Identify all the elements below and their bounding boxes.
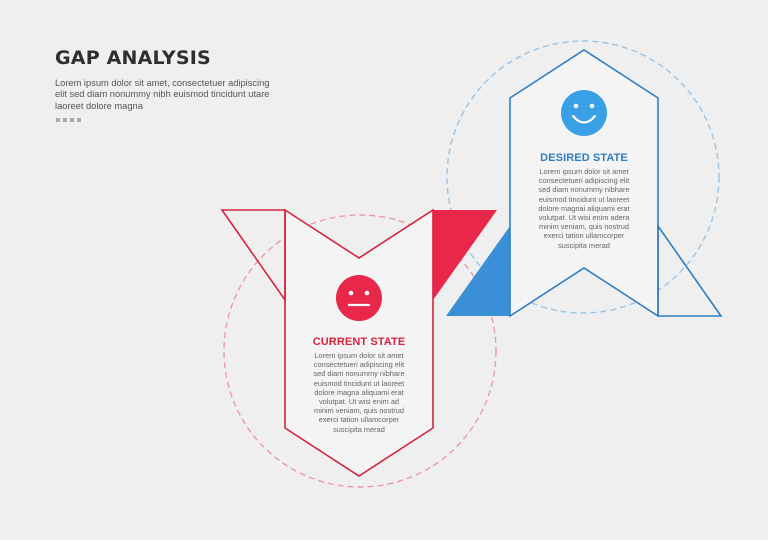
desired-ribbon — [509, 49, 723, 318]
pagination-dots — [56, 118, 81, 122]
current-state-heading: CURRENT STATE — [312, 336, 406, 348]
dot — [56, 118, 60, 122]
current-state-text: Lorem ipsum dolor sit amet consectetueri… — [313, 351, 405, 434]
current-ribbon — [220, 208, 434, 477]
desired-state-text: Lorem ipsum dolor sit amet consectetueri… — [538, 167, 630, 250]
current-dashed-circle — [223, 214, 497, 488]
dot — [70, 118, 74, 122]
dot — [63, 118, 67, 122]
page-title: GAP ANALYSIS — [55, 47, 211, 69]
desired-accent-triangle — [446, 226, 510, 316]
desired-dashed-circle — [446, 40, 720, 314]
neutral-face-icon — [336, 275, 382, 321]
smiley-face-icon — [561, 90, 607, 136]
current-accent-triangle — [433, 210, 497, 300]
dot — [77, 118, 81, 122]
intro-text: Lorem ipsum dolor sit amet, consectetuer… — [55, 78, 270, 111]
desired-state-heading: DESIRED STATE — [540, 152, 628, 164]
